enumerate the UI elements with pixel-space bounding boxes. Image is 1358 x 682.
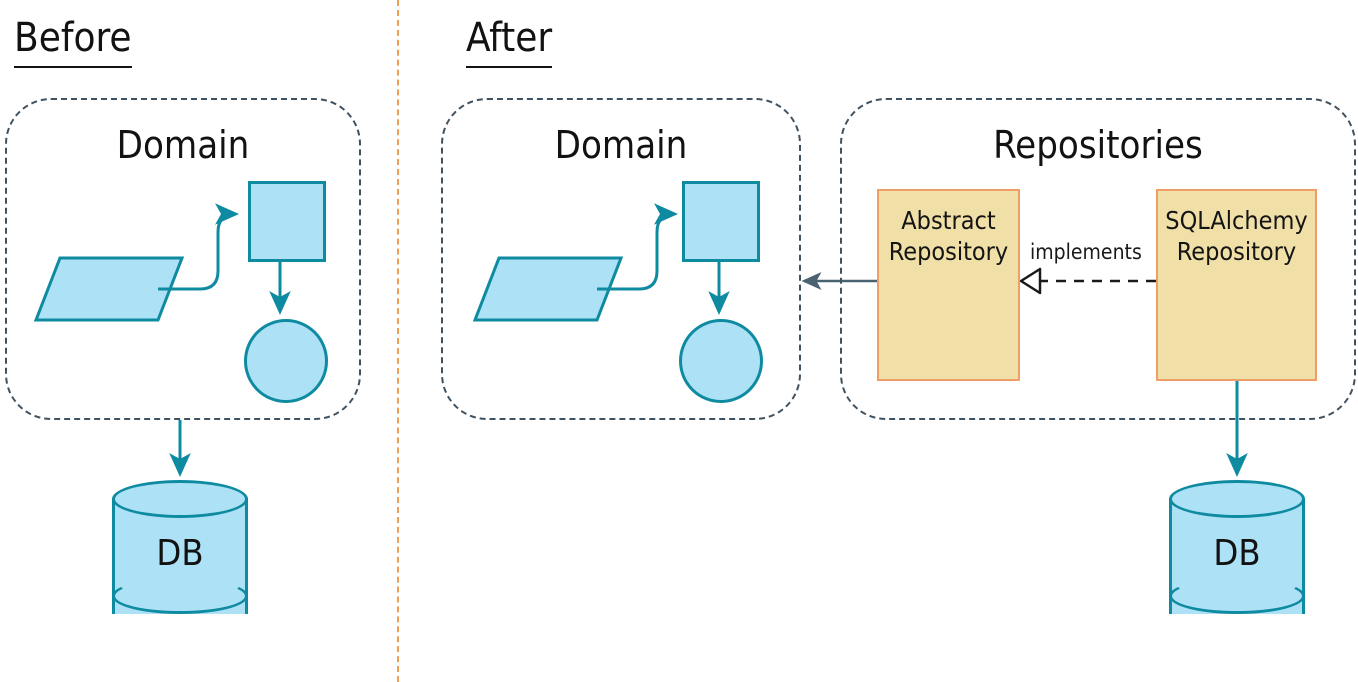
panel-domain-after: Domain — [441, 98, 801, 420]
before-domain-shapes — [33, 203, 291, 477]
cylinder-bottom — [1169, 578, 1305, 614]
abstract-repository-box[interactable]: Abstract Repository — [877, 189, 1020, 381]
database-cylinder-after: DB — [1169, 480, 1305, 632]
sqlalchemy-repository-label: SQLAlchemy Repository — [1165, 206, 1308, 267]
section-title-after-text: After — [466, 15, 553, 68]
square-shape — [248, 181, 326, 262]
after-domain-shapes — [472, 203, 730, 322]
square-shape — [682, 181, 760, 262]
database-label: DB — [156, 533, 204, 574]
panel-repositories: Repositories — [840, 98, 1356, 420]
panel-domain-after-label: Domain — [554, 123, 688, 167]
database-label: DB — [1213, 533, 1261, 574]
cylinder-bottom — [112, 578, 248, 614]
circle-shape — [244, 319, 328, 403]
realization-implements-connector — [1019, 267, 1156, 295]
panel-domain-before: Domain — [5, 98, 361, 420]
parallelogram-shape — [472, 256, 624, 322]
hollow-triangle-icon — [1019, 267, 1042, 295]
database-cylinder-before: DB — [112, 480, 248, 632]
parallelogram-shape — [33, 256, 185, 322]
implements-relation-label: implements — [1030, 240, 1142, 264]
abstract-repository-label: Abstract Repository — [888, 206, 1009, 267]
section-title-before-text: Before — [14, 15, 132, 68]
cylinder-top — [1169, 480, 1305, 518]
vertical-divider — [397, 0, 399, 682]
panel-repositories-label: Repositories — [993, 123, 1203, 167]
arrow-parallelogram-to-square — [158, 203, 239, 291]
section-title-before: Before — [14, 15, 132, 68]
panel-domain-before-label: Domain — [116, 123, 250, 167]
cylinder-top — [112, 480, 248, 518]
section-title-after: After — [466, 15, 553, 68]
sqlalchemy-repository-box[interactable]: SQLAlchemy Repository — [1156, 189, 1317, 381]
circle-shape — [679, 319, 763, 403]
arrow-parallelogram-to-square — [597, 203, 678, 291]
